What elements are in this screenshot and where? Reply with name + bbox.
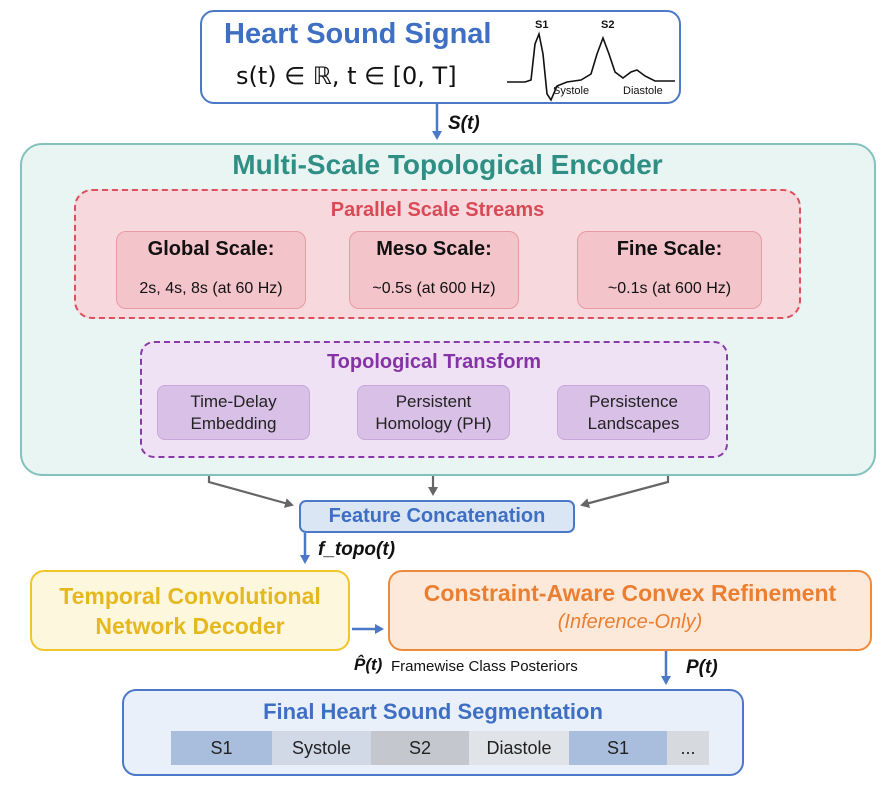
refined-edge-label: P(t): [686, 657, 718, 678]
decoder-line: Temporal Convolutional: [59, 582, 321, 609]
refinement-box: [388, 570, 872, 651]
waveform-s1-label: S1: [535, 19, 548, 31]
segment-cell: Systole: [272, 731, 371, 765]
waveform-trace: [507, 31, 675, 102]
topological-transform-title: Topological Transform: [326, 351, 542, 373]
segment-cell: S1: [569, 731, 667, 765]
scale-detail: ~0.5s (at 600 Hz): [372, 280, 496, 297]
scale-name: Meso Scale:: [376, 238, 492, 260]
heart-waveform: S1 S2 Systole Diastole: [507, 19, 675, 102]
step-line: Time-Delay: [190, 391, 277, 411]
scale-name: Fine Scale:: [616, 238, 723, 260]
scale-meso-box: Meso Scale: ~0.5s (at 600 Hz): [349, 231, 519, 309]
posterior-symbol: P̂(t): [354, 655, 383, 674]
decoder-line: Network Decoder: [95, 612, 285, 639]
heart-signal-title: Heart Sound Signal: [224, 18, 492, 50]
final-segmentation-title: Final Heart Sound Segmentation: [263, 699, 603, 724]
waveform-systole-label: Systole: [553, 85, 589, 97]
step-line: Embedding: [190, 413, 277, 433]
feature-concatenation-box: Feature Concatenation: [299, 500, 575, 533]
posterior-caption: Framewise Class Posteriors: [391, 658, 578, 675]
segment-cell: S1: [171, 731, 272, 765]
heart-signal-formula: s(t) ∈ ℝ, t ∈ [0, T]: [236, 62, 457, 90]
refinement-title: Constraint-Aware Convex Refinement: [423, 580, 837, 606]
waveform-diastole-label: Diastole: [623, 85, 663, 97]
waveform-s2-label: S2: [601, 19, 614, 31]
step-line: Landscapes: [587, 413, 680, 433]
step-line: Homology (PH): [375, 413, 492, 433]
scale-detail: ~0.1s (at 600 Hz): [607, 280, 732, 297]
segment-cell: ...: [667, 731, 709, 765]
segment-cell: Diastole: [469, 731, 569, 765]
refinement-subtitle: (Inference-Only): [557, 611, 703, 633]
heart-signal-box: [200, 10, 681, 104]
step-line: Persistent: [395, 391, 472, 411]
step-line: Persistence: [589, 391, 678, 411]
signal-edge-label: S(t): [448, 113, 480, 134]
parallel-streams-title: Parallel Scale Streams: [330, 199, 545, 221]
scale-name: Global Scale:: [147, 238, 275, 260]
topo-feature-edge-label: f_topo(t): [318, 539, 396, 560]
scale-fine-box: Fine Scale: ~0.1s (at 600 Hz): [577, 231, 762, 309]
scale-detail: 2s, 4s, 8s (at 60 Hz): [139, 280, 283, 297]
encoder-title: Multi-Scale Topological Encoder: [232, 149, 663, 180]
scale-global-box: Global Scale: 2s, 4s, 8s (at 60 Hz): [116, 231, 306, 309]
segment-cell: S2: [371, 731, 469, 765]
